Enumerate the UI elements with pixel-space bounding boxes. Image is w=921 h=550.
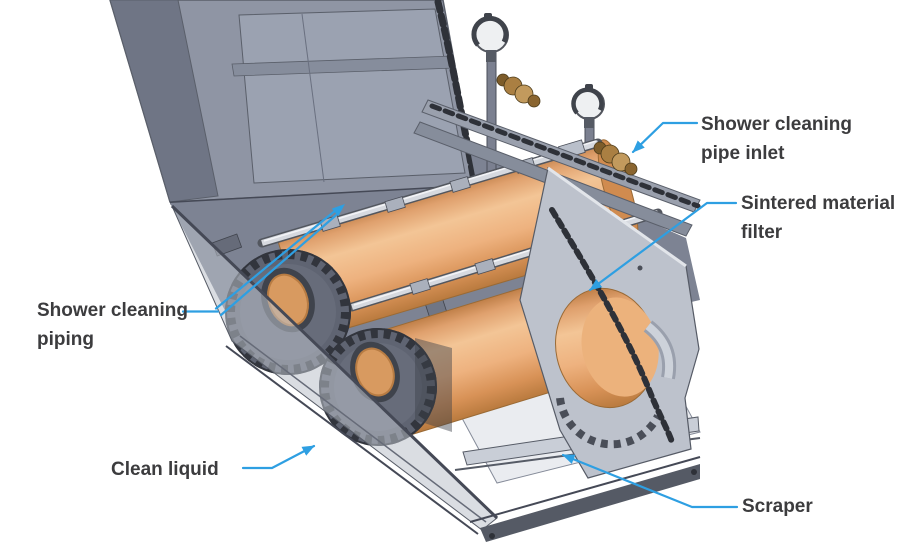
- label-clean-liquid: Clean liquid: [111, 459, 219, 480]
- leader-shower-piping: [181, 204, 345, 317]
- leader-scraper: [561, 453, 739, 509]
- label-scraper: Scraper: [742, 496, 813, 517]
- brass-valve-1: [496, 73, 541, 108]
- lid-chain: [434, 0, 479, 190]
- leader-clean-liquid: [241, 444, 316, 470]
- conveyor-chain-top: [429, 103, 701, 209]
- sprocket-teeth-right: [556, 397, 662, 449]
- label-shower-cleaning-piping: Shower cleaning piping: [37, 300, 188, 350]
- leader-lines: [181, 121, 739, 509]
- pressure-gauge-valve-1: [471, 13, 541, 108]
- label-sintered-material-filter: Sintered material filter: [741, 193, 896, 243]
- leader-shower-inlet: [631, 121, 699, 154]
- spray-pipe-1: [257, 138, 603, 248]
- brass-valve-2: [593, 141, 638, 176]
- conveyor-chain-right: [549, 207, 675, 445]
- leader-sintered-filter: [588, 201, 738, 292]
- pressure-gauge-valve-2: [571, 84, 638, 176]
- chain-guide-bracket: [643, 320, 676, 380]
- bottom-frame: [469, 456, 701, 542]
- label-shower-cleaning-pipe-inlet: Shower cleaning pipe inlet: [701, 114, 852, 164]
